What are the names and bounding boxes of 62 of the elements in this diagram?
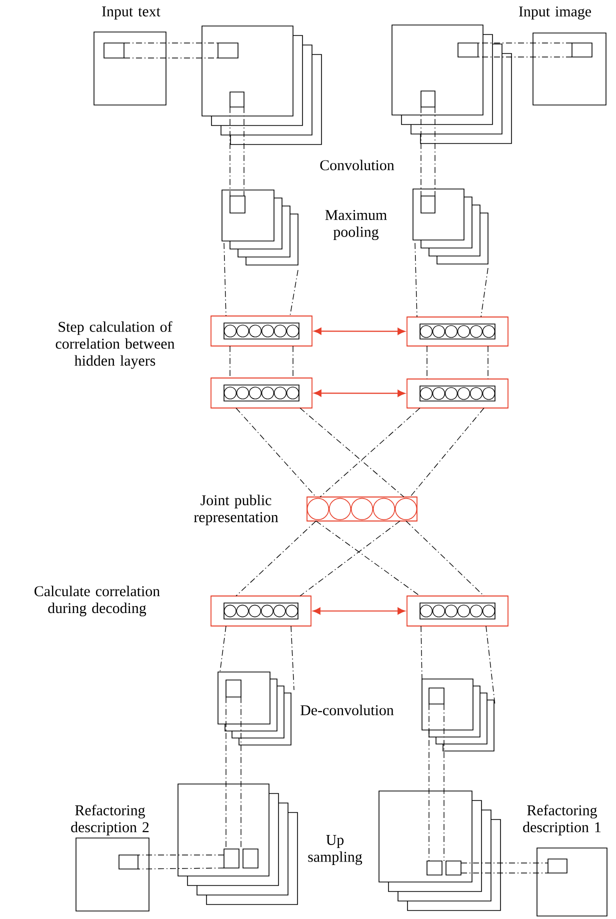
projection-line xyxy=(236,408,316,498)
projection-line xyxy=(290,626,294,690)
projection-line xyxy=(428,704,430,862)
projection-line xyxy=(460,862,548,864)
feature-map-stack xyxy=(178,784,298,905)
image-box xyxy=(536,848,608,916)
connector-arrow xyxy=(312,608,406,614)
projection-line xyxy=(414,242,418,318)
node-label: Refactoring description 2 xyxy=(71,804,149,836)
projection-line xyxy=(300,520,400,596)
image-box xyxy=(94,32,166,106)
projection-line xyxy=(426,346,428,380)
connector-arrow xyxy=(314,390,406,397)
projection-line xyxy=(300,408,404,498)
layer-label: Calculate correlation during decoding xyxy=(34,586,160,616)
feature-map-stack xyxy=(422,678,494,752)
projection-line xyxy=(420,106,422,196)
feature-map-stack xyxy=(202,26,322,145)
layer-label: De-convolution xyxy=(300,704,394,716)
projection-line xyxy=(236,520,316,596)
projection-line xyxy=(316,520,420,596)
connector-arrow xyxy=(314,328,406,335)
projection-line xyxy=(292,346,294,378)
feature-map-stack xyxy=(392,24,512,144)
layer-label: Convolution xyxy=(320,160,394,170)
feature-map-stack xyxy=(222,190,298,266)
projection-line xyxy=(478,42,572,44)
projection-line xyxy=(220,626,226,672)
layer-label: Up sampling xyxy=(308,835,362,865)
neuron-layer xyxy=(306,496,418,522)
feature-map-stack xyxy=(218,672,292,746)
projection-line xyxy=(138,868,224,870)
neuron-layer xyxy=(210,378,312,408)
node-label: Refactoring description 1 xyxy=(523,804,601,836)
neuron-layer xyxy=(210,316,312,346)
layer-label: Maximum pooling xyxy=(325,210,387,240)
projection-line xyxy=(486,626,496,706)
projection-line xyxy=(138,854,224,856)
projection-line xyxy=(320,408,420,498)
projection-line xyxy=(406,520,484,596)
image-box xyxy=(76,838,150,912)
projection-line xyxy=(224,242,226,316)
node-label: Joint public representation xyxy=(194,494,278,526)
projection-line xyxy=(124,42,218,44)
projection-line xyxy=(410,408,484,498)
node-label: Input text xyxy=(102,6,160,20)
projection-line xyxy=(478,56,572,58)
projection-line xyxy=(480,268,488,318)
projection-line xyxy=(420,626,422,680)
projection-line xyxy=(434,106,436,196)
projection-line xyxy=(290,270,298,316)
projection-line xyxy=(240,696,242,850)
neuron-layer xyxy=(406,378,508,408)
neuron-layer xyxy=(406,316,508,346)
feature-map-stack xyxy=(378,790,501,911)
image-box xyxy=(532,32,606,106)
node-label: Input image xyxy=(519,6,591,20)
neuron-layer xyxy=(406,596,508,626)
layer-label: Step calculation of correlation between hidden layers xyxy=(56,321,175,369)
projection-line xyxy=(460,872,548,874)
neuron-layer xyxy=(210,596,312,626)
feature-map-stack xyxy=(412,188,488,264)
